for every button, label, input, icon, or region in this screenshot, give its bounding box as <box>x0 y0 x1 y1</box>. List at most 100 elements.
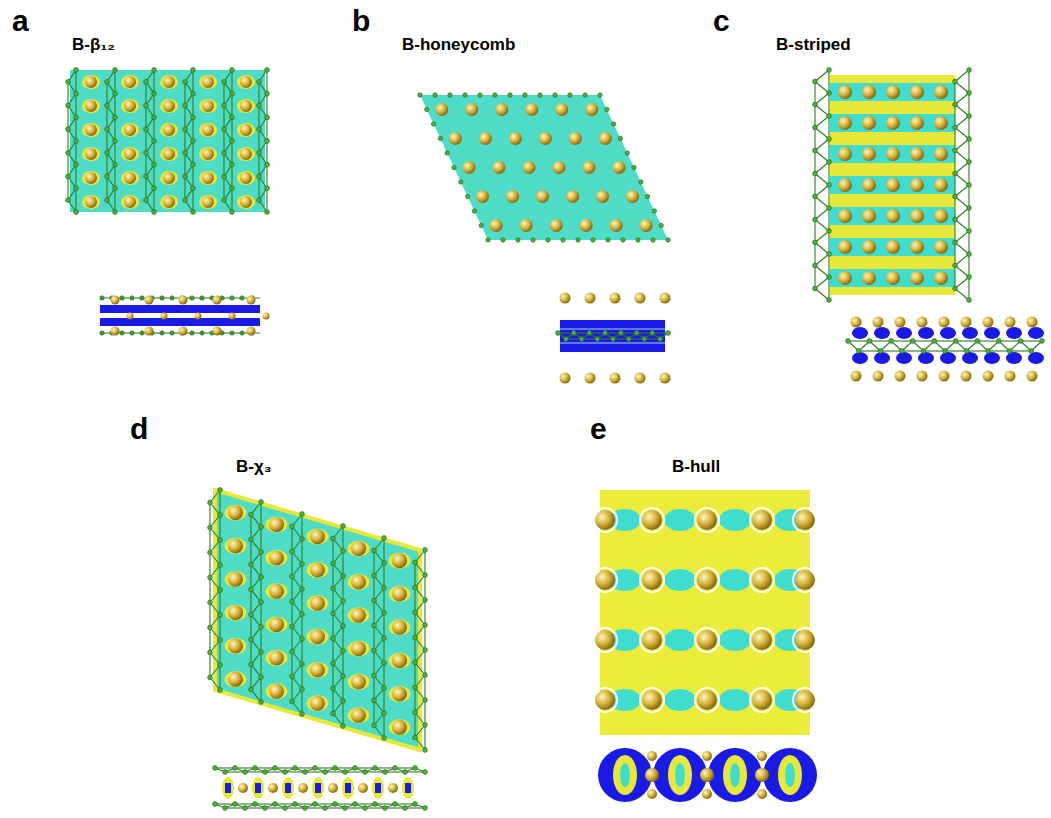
density-lobe <box>719 629 751 651</box>
boron-bond <box>383 688 384 713</box>
boron-atom <box>448 93 452 97</box>
density-lobe <box>82 147 100 161</box>
boron-atom <box>423 648 428 653</box>
boron-atom <box>595 337 600 342</box>
density-lobe <box>225 538 247 554</box>
boron-bond <box>814 266 815 289</box>
metal-atom <box>886 178 900 192</box>
boron-atom <box>331 611 336 616</box>
metal-atom <box>553 161 566 174</box>
boron-bond <box>955 266 969 278</box>
metal-atom <box>1027 317 1038 328</box>
boron-bond <box>75 188 76 212</box>
boron-bond <box>145 82 146 106</box>
boron-atom <box>827 206 832 211</box>
boron-bond <box>245 771 265 772</box>
boron-bond <box>385 807 405 808</box>
boron-atom <box>621 238 625 242</box>
boron-atom <box>152 68 157 73</box>
density-lobe <box>389 553 411 569</box>
metal-atom <box>795 570 815 590</box>
boron-atom <box>827 183 832 188</box>
metal-atom <box>298 783 308 793</box>
boron-bond <box>250 615 251 640</box>
boron-atom <box>222 174 227 179</box>
boron-atom <box>113 115 118 120</box>
metal-atom <box>124 76 136 88</box>
boron-bond <box>266 70 267 94</box>
boron-atom <box>331 686 336 691</box>
metal-atom <box>838 116 852 130</box>
boron-atom <box>218 638 223 643</box>
metal-atom <box>163 76 175 88</box>
boron-bond <box>223 177 224 201</box>
boron-atom <box>508 93 512 97</box>
boron-atom <box>967 252 972 257</box>
boron-atom <box>827 91 832 96</box>
boron-bond <box>815 128 829 140</box>
metal-atom <box>642 570 662 590</box>
density-area <box>70 70 265 212</box>
metal-atom <box>939 317 950 328</box>
boron-bond <box>315 803 335 804</box>
boron-atom <box>74 162 79 167</box>
metal-atom <box>939 371 950 382</box>
boron-bond <box>405 807 425 808</box>
boron-bond <box>815 116 829 128</box>
boron-bond <box>301 614 302 639</box>
boron-bond <box>305 771 325 772</box>
boron-bond <box>114 188 115 212</box>
density-lobe <box>160 195 178 209</box>
boron-bond <box>828 208 829 231</box>
boron-bond <box>815 162 829 174</box>
boron-atom <box>191 91 196 96</box>
boron-bond <box>383 638 384 663</box>
panel-d-art <box>208 488 428 753</box>
boron-atom <box>953 339 958 344</box>
boron-atom <box>611 122 615 126</box>
panel-title: B-β₁₂ <box>72 36 115 55</box>
boron-atom <box>634 331 639 336</box>
metal-atom <box>599 132 612 145</box>
boron-atom <box>382 561 387 566</box>
boron-atom <box>531 238 535 242</box>
boron-atom <box>382 661 387 666</box>
density-lobe <box>348 574 370 590</box>
density-rim <box>593 508 617 532</box>
density-lobe <box>252 777 264 799</box>
boron-bond <box>395 767 415 768</box>
boron-bond <box>955 139 969 151</box>
boron-bond <box>153 188 154 212</box>
metal-atom <box>934 147 948 161</box>
boron-atom <box>493 93 497 97</box>
boron-bond <box>383 713 384 738</box>
metal-atom <box>479 132 492 145</box>
metal-atom <box>910 240 924 254</box>
density-lobe <box>266 650 288 666</box>
density-lobe <box>375 783 381 793</box>
boron-atom <box>257 103 262 108</box>
boron-bond <box>954 151 955 174</box>
boron-atom <box>571 331 576 336</box>
boron-atom <box>331 586 336 591</box>
boron-atom <box>208 500 213 505</box>
metal-atom <box>702 789 712 799</box>
boron-atom <box>423 598 428 603</box>
boron-atom <box>813 240 818 245</box>
metal-atom <box>388 783 398 793</box>
boron-atom <box>183 174 188 179</box>
panel-c-art <box>813 68 972 303</box>
density-stripe <box>830 145 955 163</box>
boron-atom <box>383 770 388 775</box>
boron-atom <box>813 171 818 176</box>
boron-bond <box>332 539 333 564</box>
boron-atom <box>74 186 79 191</box>
boron-atom <box>827 298 832 303</box>
boron-bond <box>815 277 829 289</box>
metal-atom <box>697 690 717 710</box>
boron-atom <box>257 150 262 155</box>
boron-atom <box>273 766 278 771</box>
boron-bond <box>342 601 343 626</box>
boron-bond <box>955 197 969 209</box>
density-rim <box>695 688 719 712</box>
